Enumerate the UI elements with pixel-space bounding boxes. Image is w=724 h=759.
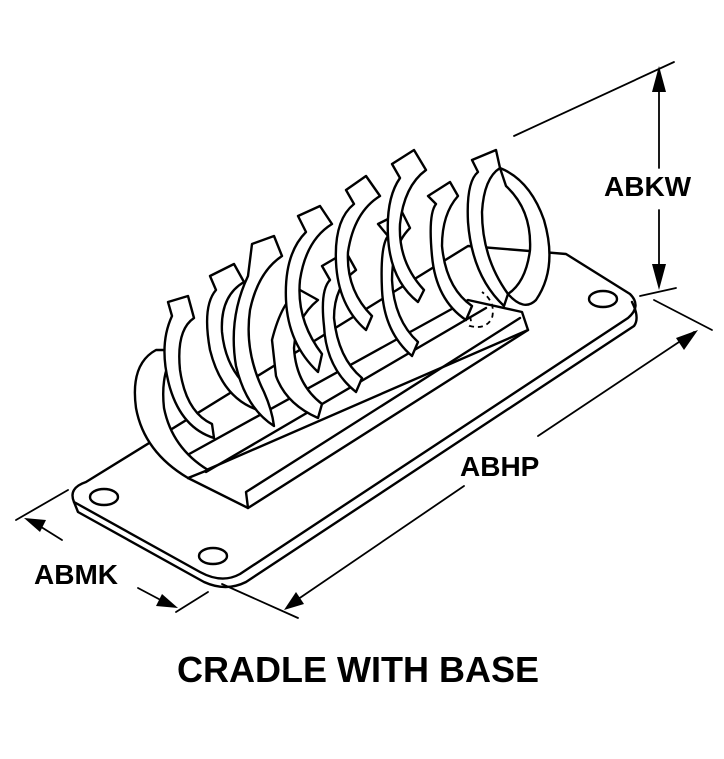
spring-clip [320, 174, 382, 394]
dimension-height: ABKW [513, 61, 692, 297]
arrowhead-right [676, 330, 698, 350]
arrowhead-down [652, 264, 666, 290]
spring-clip [426, 180, 474, 322]
arrowhead-up [652, 66, 666, 92]
dimension-width: ABMK [15, 489, 209, 613]
extension-line [221, 583, 299, 619]
arrowhead-left [284, 592, 304, 610]
dimension-length: ABHP [221, 299, 713, 619]
dimension-line [537, 331, 695, 437]
figure-caption: CRADLE WITH BASE [177, 649, 539, 690]
mounting-hole [88, 487, 120, 507]
spring-clip [205, 234, 284, 428]
extension-line [653, 299, 713, 331]
extension-line [15, 489, 69, 521]
width-label: ABMK [34, 559, 118, 590]
extension-line [639, 287, 677, 297]
height-label: ABKW [604, 171, 692, 202]
extension-line [513, 61, 675, 137]
spring-clip [376, 148, 428, 358]
mounting-hole [587, 289, 619, 309]
spring-clip [270, 204, 334, 420]
mounting-hole [197, 546, 229, 566]
spring-clip [163, 294, 216, 440]
arrowhead-right [156, 594, 178, 608]
spring-clips [163, 148, 551, 440]
extension-line [175, 591, 209, 613]
dimension-line [287, 485, 465, 607]
spring-clip [466, 148, 551, 308]
length-label: ABHP [460, 451, 539, 482]
arrowhead-left [24, 518, 46, 532]
cradle-saddle [133, 291, 530, 510]
